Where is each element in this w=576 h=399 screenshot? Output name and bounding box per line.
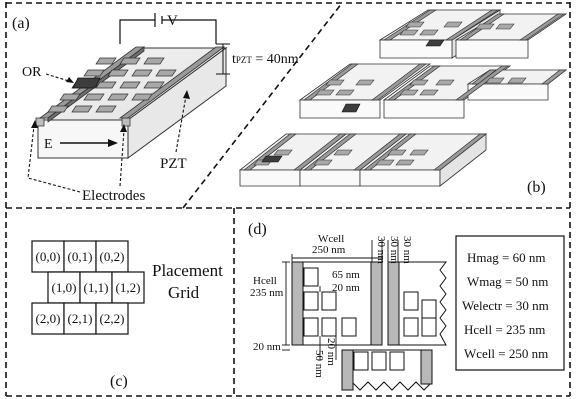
or-label: OR [22,65,42,80]
panel-d-label: (d) [248,221,267,238]
neighbor-cell-bottom [341,349,433,392]
hcell-value: 235 nm [250,287,284,299]
pzt-label: PZT [160,156,187,172]
pzt-arrow-head [183,90,190,99]
grid-cell: (0,2) [100,249,125,264]
param-line: Hmag = 60 nm [467,250,545,265]
placement-title-line2: Grid [168,283,200,302]
panel-borders [5,2,571,397]
panel-d: (d) [248,221,565,392]
dim-20-top: 20 nm [332,282,360,294]
grid-cell: (2,2) [100,311,125,326]
cell-layout [291,261,383,346]
panel-c-label: (c) [110,373,128,390]
electrode-arrows [27,125,125,193]
placement-grid [31,240,145,335]
neighbor-cell-right [387,261,447,346]
e-field-arrow-head [108,139,118,147]
thickness-label: tPZT = 40nm [232,52,299,67]
panel-a-label: (a) [12,15,30,32]
placement-title-line1: Placement [152,261,223,280]
pzt-arrow [175,95,187,153]
grid-cell: (0,0) [36,249,61,264]
grid-cell: (1,2) [116,280,141,295]
panel-c: (c) Placement Grid (0,0) (0,1) (0,2) (1,… [31,240,223,390]
dim-20-bottom: 20 nm [325,338,337,366]
dim-65: 65 nm [332,269,360,281]
output-register-magnet [72,77,101,89]
parameter-box [455,235,565,371]
hcell-label: Hcell [253,275,277,287]
dim-30-a: 30 nm [375,236,387,264]
dim-20-left: 20 nm [253,341,281,353]
dim-30-b: 30 nm [388,236,400,264]
e-field-label: E [44,137,53,152]
thickness-marker [216,43,230,75]
or-arrow-head [66,77,74,83]
electrode-arrow-head-left [31,120,38,128]
grid-cell: (1,1) [84,280,109,295]
electrodes-label: Electrodes [82,188,145,204]
wcell-value: 250 nm [312,244,346,256]
grid-cell: (1,0) [52,280,77,295]
voltage-label: V [167,13,178,29]
dimension-lines [282,240,399,360]
panel-a: (a) [12,13,299,204]
grid-cell: (2,0) [36,311,61,326]
grid-cell: (0,1) [68,249,93,264]
nanomagnets [47,57,177,113]
param-line: Hcell = 235 nm [464,322,545,337]
placement-grid-labels: (0,0) (0,1) (0,2) (1,0) (1,1) (1,2) (2,0… [36,249,141,326]
wcell-label: Wcell [318,233,344,245]
param-line: Wmag = 50 nm [467,274,548,289]
dim-50: 50 nm [313,350,325,378]
panel-b: (b) [238,9,568,196]
tiled-magnets [253,21,527,166]
param-line: Wcell = 250 nm [464,346,548,361]
param-line: Welectr = 30 nm [462,298,549,313]
electrode-arrow-head-right [120,124,127,132]
parameter-list: Hmag = 60 nm Wmag = 50 nm Welectr = 30 n… [462,250,549,361]
voltage-source [119,13,217,44]
grid-cell: (2,1) [68,311,93,326]
tiled-array [238,9,568,187]
panel-b-label: (b) [527,179,546,196]
tiled-or-magnets [261,39,445,163]
dim-30-c: 30 nm [401,236,413,264]
